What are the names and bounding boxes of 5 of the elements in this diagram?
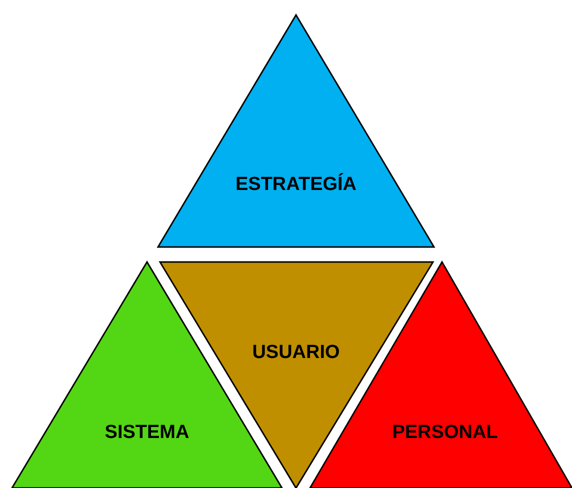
- triangle-label: ESTRATEGÍA: [235, 174, 357, 196]
- triangle-label: SISTEMA: [104, 422, 190, 444]
- triangle-label: USUARIO: [252, 342, 340, 364]
- triangle-label: PERSONAL: [392, 422, 498, 444]
- triangle: [158, 15, 434, 247]
